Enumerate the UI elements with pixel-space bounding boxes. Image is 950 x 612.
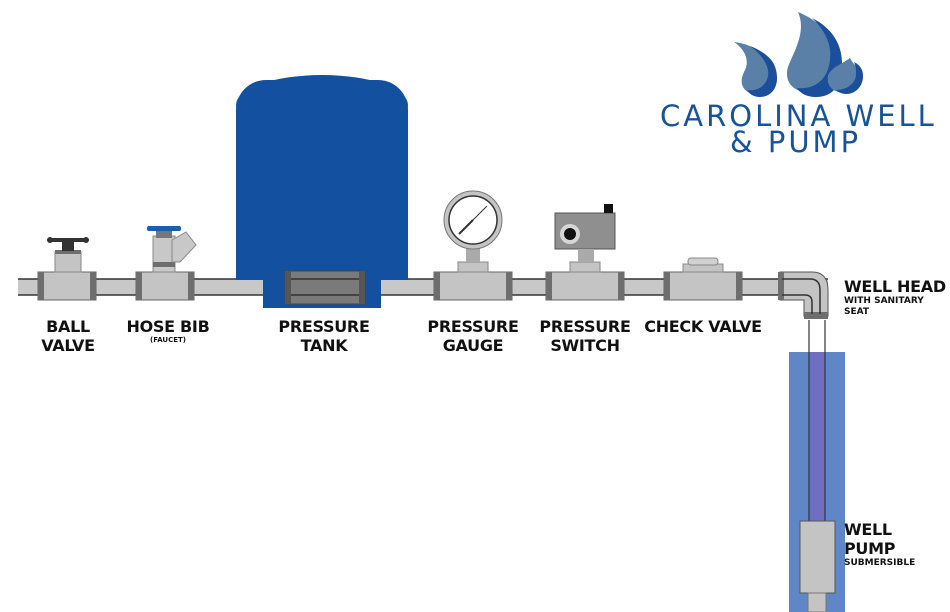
ball-valve-label-line1: BALL	[46, 317, 90, 336]
pressure-gauge-label: PRESSURE GAUGE	[421, 317, 525, 355]
well-head-label-sub: WITH SANITARY SEAT	[844, 296, 924, 317]
ball-valve	[37, 237, 97, 301]
brand-name-line2: & PUMP	[730, 125, 862, 159]
submersible-pump	[799, 520, 836, 612]
check-valve-label: CHECK VALVE	[644, 317, 762, 336]
pressure-switch	[545, 204, 625, 301]
well-pump-label: WELL PUMP SUBMERSIBLE	[844, 520, 948, 569]
well-pump-label-line1: WELL PUMP	[844, 520, 896, 558]
pressure-switch-label: PRESSURE SWITCH	[533, 317, 637, 355]
well-head-label-line1: WELL HEAD	[844, 277, 946, 296]
pressure-tank	[236, 75, 408, 308]
hose-bib	[135, 226, 197, 301]
well-head	[778, 271, 829, 319]
hose-bib-label: HOSE BIB (FAUCET)	[120, 317, 216, 345]
well-pump-label-sub: SUBMERSIBLE	[844, 558, 916, 568]
brand-name-line1: CAROLINA WELL	[660, 99, 937, 133]
pressure-gauge	[433, 190, 513, 301]
pressure-gauge-label-line2: GAUGE	[442, 336, 504, 355]
pressure-tank-label-line1: PRESSURE	[278, 317, 370, 336]
check-valve	[663, 257, 743, 301]
pressure-tank-label-line2: TANK	[300, 336, 348, 355]
hose-bib-label-line1: HOSE BIB	[126, 317, 210, 336]
ball-valve-label-line2: VALVE	[41, 336, 95, 355]
ball-valve-label: BALL VALVE	[30, 317, 106, 355]
pressure-gauge-label-line1: PRESSURE	[427, 317, 519, 336]
brand-logo-drops	[734, 12, 864, 97]
pressure-tank-label: PRESSURE TANK	[272, 317, 376, 355]
hose-bib-label-sub: (FAUCET)	[150, 336, 186, 344]
pressure-switch-label-line2: SWITCH	[550, 336, 620, 355]
well-head-label: WELL HEAD WITH SANITARY SEAT	[844, 277, 948, 318]
check-valve-label-line1: CHECK VALVE	[644, 317, 762, 336]
pressure-switch-label-line1: PRESSURE	[539, 317, 631, 336]
